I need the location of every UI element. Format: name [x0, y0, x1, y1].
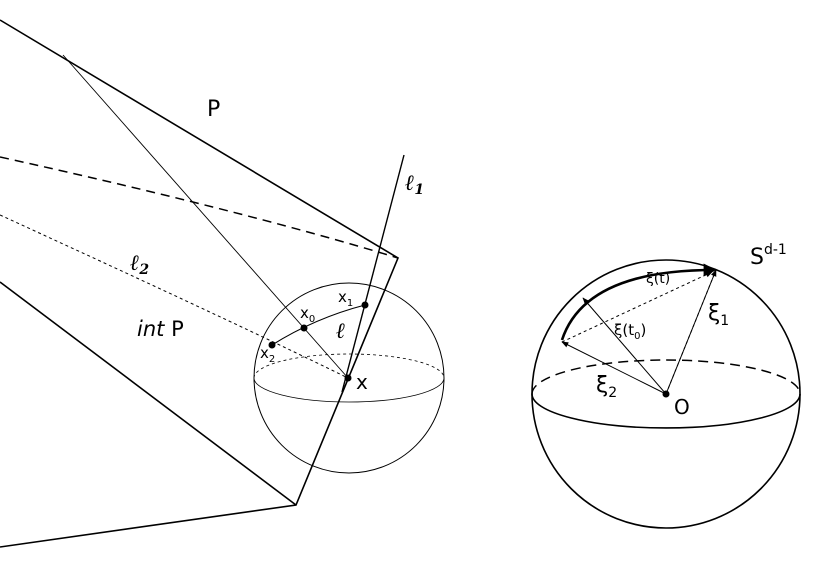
left-figure: P int P ℓ1 ℓ2 ℓ x x0 x1 x2: [0, 19, 445, 548]
arc-xi-path: [560, 263, 717, 341]
right-figure: Sd-1 O ξ1 ξ2 ξ(t) ξ(t0): [531, 242, 801, 529]
vector-xi2: [561, 341, 667, 395]
label-sphere: Sd-1: [750, 242, 787, 270]
chord-line: [62, 54, 349, 379]
label-xi-t0: ξ(t0): [614, 321, 646, 342]
sphere-equator-back: [531, 359, 801, 395]
label-l1: ℓ1: [405, 170, 424, 198]
vector-xi-t0: [582, 297, 667, 395]
polytope-hidden-edge: [0, 156, 399, 259]
label-x0: x0: [300, 304, 315, 325]
point-x0-dot: [300, 324, 308, 332]
ball-equator-back: [253, 353, 445, 379]
label-origin: O: [674, 395, 690, 419]
label-int-p: int P: [137, 317, 184, 341]
label-x: x: [356, 370, 368, 394]
line-l1: [341, 154, 405, 393]
label-xi2: ξ2: [596, 373, 617, 401]
sphere-equator-front: [531, 393, 801, 429]
arc-l: [271, 304, 366, 346]
label-xi1: ξ1: [708, 301, 729, 329]
point-x2-dot: [268, 341, 276, 349]
vector-xi-t: [665, 269, 717, 395]
label-l2: ℓ2: [130, 250, 149, 278]
label-x1: x1: [338, 288, 353, 309]
line-l2: [0, 214, 349, 379]
label-xi-t: ξ(t): [646, 271, 670, 287]
point-x-dot: [344, 374, 352, 382]
ball-equator-front: [253, 377, 445, 403]
origin-dot: [662, 390, 670, 398]
label-p: P: [207, 97, 220, 122]
label-x2: x2: [260, 344, 275, 365]
polytope-boundary: [0, 19, 400, 548]
polytope-edge-lower: [0, 281, 297, 506]
point-x1-dot: [361, 301, 369, 309]
label-l: ℓ: [336, 318, 345, 344]
